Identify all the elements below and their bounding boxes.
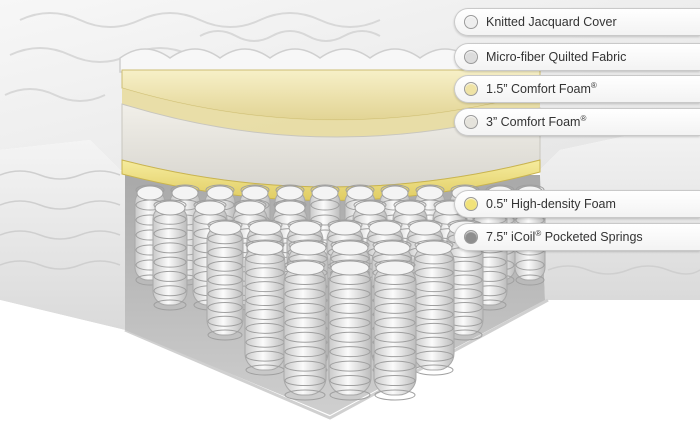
layer-dot-icon	[464, 230, 478, 244]
label-text: 1.5” Comfort Foam	[486, 82, 591, 96]
label-knitted-jacquard-cover: Knitted Jacquard Cover	[454, 8, 700, 36]
layer-dot-icon	[464, 15, 478, 29]
registered-mark: ®	[590, 81, 597, 90]
label-text: 0.5” High-density Foam	[486, 197, 616, 211]
registered-mark: ®	[580, 114, 587, 123]
label-text: 7.5” iCoil	[486, 230, 536, 244]
pocketed-springs	[134, 184, 546, 401]
mattress-bottom-corner	[0, 300, 700, 422]
spring-coil	[283, 259, 327, 401]
quilted-top-pattern	[4, 12, 381, 102]
spring-coil	[152, 199, 188, 311]
label-text: 3” Comfort Foam	[486, 115, 581, 129]
spring-coil	[244, 239, 286, 376]
mattress-left-side	[0, 140, 125, 330]
label-comfort-foam-3: 3” Comfort Foam®	[454, 108, 700, 136]
spring-coil	[328, 259, 372, 401]
layer-dot-icon	[464, 197, 478, 211]
label-icoil-pocketed-springs: 7.5” iCoil® Pocketed Springs	[454, 223, 700, 251]
spring-coil	[413, 239, 455, 376]
spring-coil	[373, 259, 417, 401]
spring-coil	[206, 219, 244, 341]
layer-dot-icon	[464, 115, 478, 129]
label-text-suffix: Pocketed Springs	[541, 230, 643, 244]
label-text: Micro-fiber Quilted Fabric	[486, 50, 627, 64]
label-text: Knitted Jacquard Cover	[486, 15, 617, 29]
label-high-density-foam: 0.5” High-density Foam	[454, 190, 700, 218]
registered-mark: ®	[535, 229, 542, 238]
layer-dot-icon	[464, 50, 478, 64]
label-micro-fiber-quilted-fabric: Micro-fiber Quilted Fabric	[454, 43, 700, 71]
layer-dot-icon	[464, 82, 478, 96]
label-comfort-foam-1-5: 1.5” Comfort Foam®	[454, 75, 700, 103]
